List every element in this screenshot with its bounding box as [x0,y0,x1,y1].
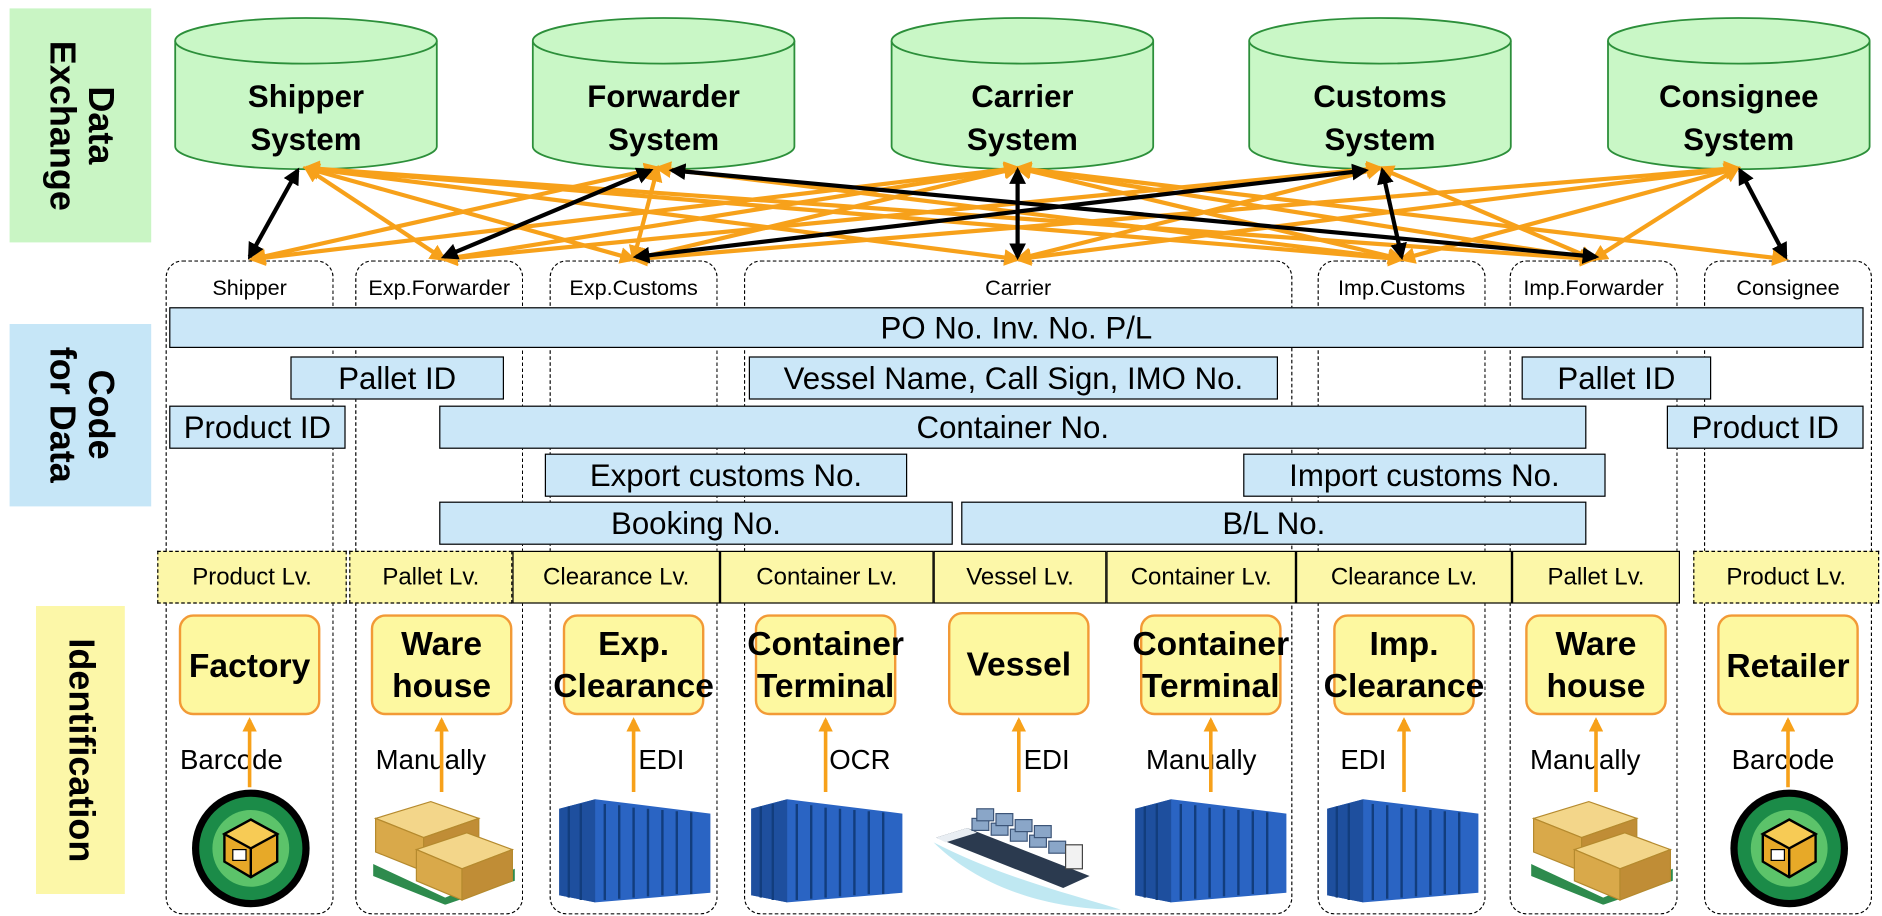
method-vessel: EDI [1023,744,1070,776]
section-data-exchange-label: Data Exchange [42,40,121,211]
node-factory: Factory [178,614,321,716]
system-forwarder: Forwarder System [531,17,796,171]
link-line [1590,166,1741,261]
section-code-for-data: Code for Data [9,324,152,507]
code-booking-no: Booking No. [439,501,953,545]
code-pallet-id-right: Pallet ID [1521,356,1712,400]
party-carrier: Carrier [985,276,1052,300]
link-line [654,161,1405,266]
section-data-exchange: Data Exchange [9,8,152,243]
node-container-terminal-right: Container Terminal [1132,614,1289,716]
method-exp-clearance: EDI [638,744,685,776]
section-identification-label: Identification [61,637,101,862]
node-warehouse-left: Ware house [370,614,513,716]
system-carrier: Carrier System [890,17,1155,171]
code-import-customs-no: Import customs No. [1243,453,1606,497]
system-consignee-label: Consignee System [1659,78,1819,158]
method-warehouse-right: Manually [1530,744,1641,776]
node-exp-clearance: Exp. Clearance [553,614,714,716]
level-clearance-left: Clearance Lv. [512,550,720,604]
database-icon [890,17,1155,171]
code-vessel-info: Vessel Name, Call Sign, IMO No. [748,356,1278,400]
database-icon [531,17,796,171]
link-line [1377,167,1407,261]
party-imp-forwarder: Imp.Forwarder [1523,276,1664,300]
database-icon [174,17,438,171]
code-pallet-id-left: Pallet ID [290,356,505,400]
link-line [440,167,654,260]
code-export-customs-no: Export customs No. [544,453,908,497]
system-customs: Customs System [1248,17,1512,171]
container-ship-icon [933,808,1121,910]
level-pallet-right: Pallet Lv. [1512,550,1681,604]
node-retailer: Retailer [1717,614,1859,716]
system-shipper-label: Shipper System [247,78,365,158]
level-container-left: Container Lv. [720,550,934,604]
system-shipper: Shipper System [174,17,438,171]
code-container-no: Container No. [439,405,1587,449]
link-line [247,167,300,260]
node-vessel: Vessel [948,612,1090,716]
level-product-right: Product Lv. [1693,550,1880,604]
section-code-for-data-label: Code for Data [42,347,121,484]
link-line [1738,167,1788,260]
link-line [632,163,1369,264]
method-factory: Barcode [180,744,283,776]
level-vessel: Vessel Lv. [933,550,1107,604]
shipping-container-icon [1327,799,1479,903]
shipping-container-icon [751,799,903,903]
level-product-left: Product Lv. [157,550,347,604]
method-container-terminal-right: Manually [1146,744,1257,776]
party-consignee: Consignee [1736,276,1840,300]
code-product-id-right: Product ID [1666,405,1864,449]
node-warehouse-right: Ware house [1525,614,1667,716]
node-container-terminal-left: Container Terminal [747,614,904,716]
database-icon [1607,17,1871,171]
node-imp-clearance: Imp. Clearance [1324,614,1484,716]
pallet-boxes-icon [373,800,515,905]
system-consignee: Consignee System [1607,17,1871,171]
level-container-right: Container Lv. [1106,550,1296,604]
code-product-id-left: Product ID [169,405,346,449]
party-exp-forwarder: Exp.Forwarder [368,276,511,300]
section-identification: Identification [36,606,125,895]
method-container-terminal-left: OCR [829,744,891,776]
pallet-boxes-icon [1531,800,1673,905]
level-clearance-right: Clearance Lv. [1296,550,1512,604]
code-bl-no: B/L No. [961,501,1587,545]
system-carrier-label: Carrier System [966,78,1078,158]
database-icon [1248,17,1512,171]
party-exp-customs: Exp.Customs [569,276,698,300]
party-imp-customs: Imp.Customs [1337,276,1466,300]
system-forwarder-label: Forwarder System [587,78,740,158]
system-customs-label: Customs System [1313,78,1447,158]
method-retailer: Barcode [1731,744,1835,776]
party-shipper: Shipper [212,276,287,300]
method-warehouse-left: Manually [375,744,487,776]
barcode-badge-icon [1730,789,1849,908]
shipping-container-icon [559,799,711,903]
method-imp-clearance: EDI [1340,744,1387,776]
barcode-badge-icon [192,789,310,908]
shipping-container-icon [1135,799,1287,903]
level-pallet-left: Pallet Lv. [349,550,513,604]
code-po-inv-pl: PO No. Inv. No. P/L [169,307,1864,348]
